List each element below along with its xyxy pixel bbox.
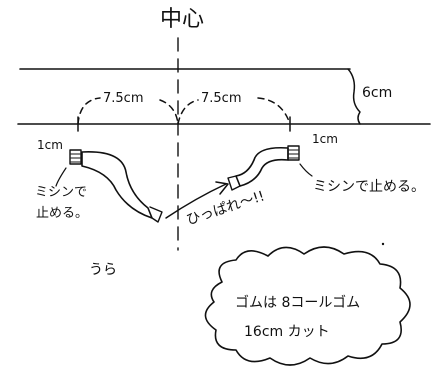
left-stitch-box	[69, 149, 82, 165]
right-note-leader	[299, 163, 313, 177]
left-note-leader	[55, 167, 67, 187]
height-bracket	[347, 68, 361, 125]
dot-speck	[381, 242, 385, 246]
left-note-line2: 止める。	[36, 206, 89, 221]
note-cloud	[204, 246, 411, 366]
pull-arrow	[165, 183, 227, 219]
cloud-line2: 16cm カット	[244, 324, 330, 340]
left-stitch-hatch	[70, 153, 81, 163]
pull-arrowhead	[215, 181, 229, 195]
right-note-label: ミシンで止める。	[313, 179, 425, 195]
back-side-label: うら	[89, 262, 117, 278]
right-span-arc	[177, 97, 291, 125]
height-label: 6cm	[362, 85, 393, 101]
right-elastic	[235, 146, 289, 187]
left-elastic	[81, 151, 153, 219]
right-stitch-hatch	[288, 149, 299, 159]
right-elastic-end	[227, 175, 241, 191]
right-span-label: 7.5cm	[201, 91, 242, 106]
left-elastic-end	[149, 206, 163, 223]
left-note-line1: ミシンで	[35, 185, 88, 200]
left-edge-label: 1cm	[37, 138, 63, 152]
right-edge-label: 1cm	[312, 132, 338, 146]
left-span-label: 7.5cm	[103, 91, 144, 106]
center-label: 中心	[160, 7, 205, 32]
cloud-line1: ゴムは 8コールゴム	[235, 295, 361, 311]
